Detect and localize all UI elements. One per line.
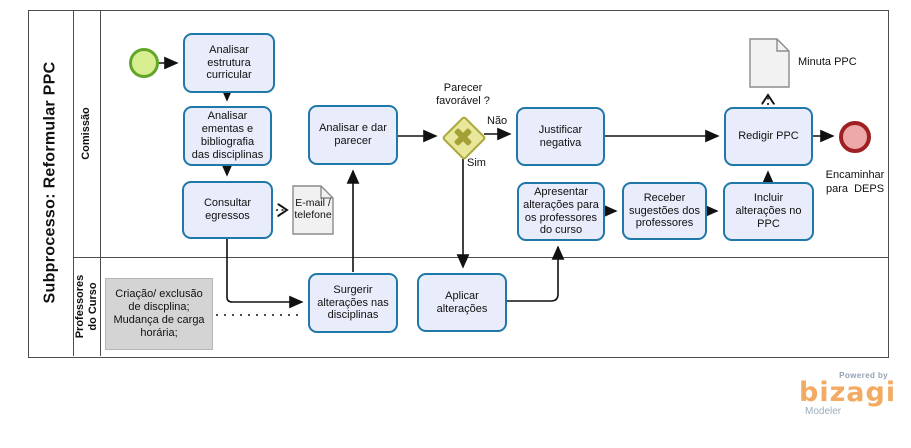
gateway-parecer-favoravel[interactable] bbox=[441, 115, 487, 161]
powered-by-label: Powered by bbox=[839, 371, 888, 380]
data-object-email-label: E-mail / telefone bbox=[294, 197, 332, 222]
task-receber-sugestoes[interactable]: Receber sugestões dos professores bbox=[622, 182, 707, 240]
pool-title-divider bbox=[73, 10, 74, 356]
task-surgerir-alteracoes[interactable]: Surgerir alterações nas disciplinas bbox=[308, 273, 398, 333]
process-pool bbox=[28, 10, 889, 358]
flow-aplicar-to-apresentar[interactable] bbox=[507, 245, 565, 302]
task-aplicar-alteracoes[interactable]: Aplicar alterações bbox=[417, 273, 507, 332]
start-event[interactable] bbox=[129, 48, 159, 78]
task-justificar-negativa[interactable]: Justificar negativa bbox=[516, 107, 605, 166]
annotation-criacao-exclusao[interactable]: Criação/ exclusão de discplina; Mudança … bbox=[105, 278, 213, 350]
bizagi-logo: bizagi bbox=[799, 377, 897, 408]
task-analisar-estrutura-curricular[interactable]: Analisar estrutura curricular bbox=[183, 33, 275, 93]
end-event-label: Encaminhar para DEPS bbox=[825, 169, 885, 195]
data-object-minuta-icon[interactable] bbox=[749, 38, 790, 88]
end-event[interactable] bbox=[839, 121, 871, 153]
gateway-no-label: Não bbox=[487, 115, 508, 127]
task-analisar-e-dar-parecer[interactable]: Analisar e dar parecer bbox=[308, 105, 398, 165]
bizagi-watermark: Powered by bizagi Modeler bbox=[799, 371, 897, 417]
task-analisar-ementas[interactable]: Analisar ementas e bibliografia das disc… bbox=[183, 106, 272, 166]
task-consultar-egressos[interactable]: Consultar egressos bbox=[182, 181, 273, 239]
gateway-yes-label: Sim bbox=[467, 157, 486, 169]
data-object-email-icon[interactable] bbox=[292, 185, 334, 235]
bizagi-modeler-label: Modeler bbox=[805, 405, 842, 417]
task-apresentar-alteracoes[interactable]: Apresentar alterações para os professore… bbox=[517, 182, 605, 241]
flow-egressos-to-surgerir[interactable] bbox=[226, 239, 304, 309]
lane-label-divider bbox=[100, 10, 101, 356]
data-object-minuta-label: Minuta PPC bbox=[798, 56, 857, 68]
gateway-question-label: Parecer favorável ? bbox=[436, 82, 490, 108]
task-incluir-alteracoes-ppc[interactable]: Incluir alterações no PPC bbox=[723, 182, 814, 241]
lane-divider bbox=[73, 257, 888, 258]
task-redigir-ppc[interactable]: Redigir PPC bbox=[724, 107, 813, 166]
